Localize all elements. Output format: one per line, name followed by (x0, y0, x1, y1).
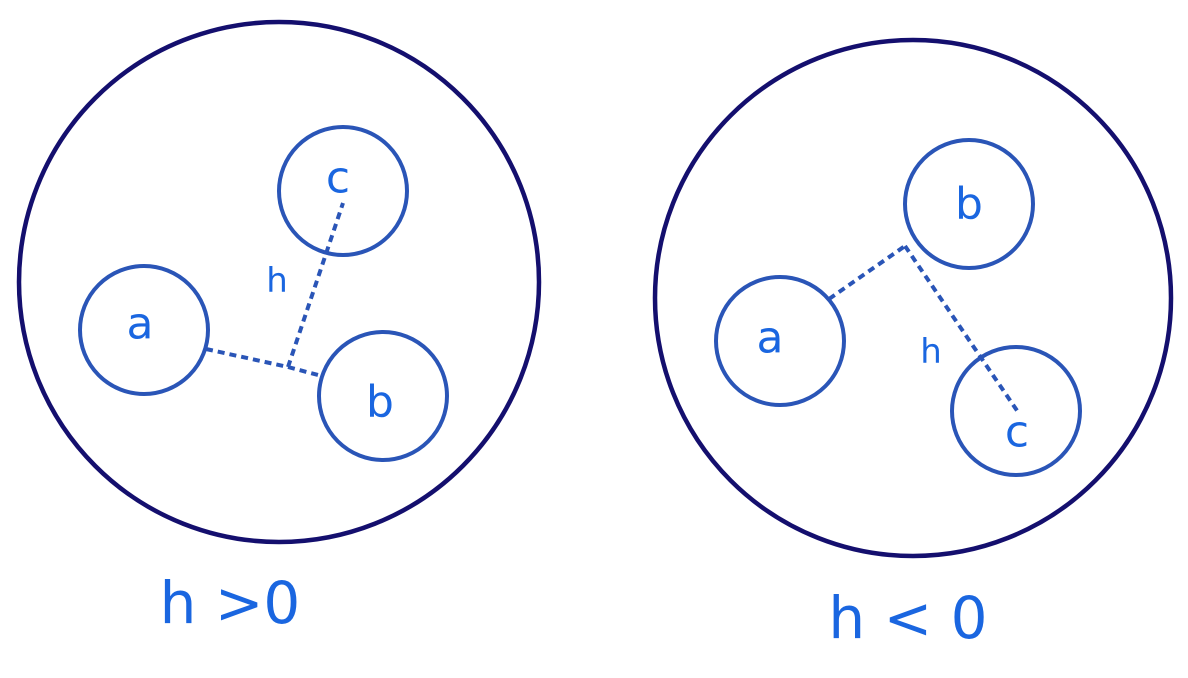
left-line-h (286, 202, 345, 368)
right-node-c-label: c (1005, 407, 1029, 458)
right-node-a-label: a (757, 313, 784, 364)
left-node-a-label: a (127, 299, 154, 350)
right-line-a-to-b (827, 244, 907, 301)
left-h-label: h (266, 261, 288, 301)
left-outer-circle (16, 19, 542, 545)
left-line-foot-to-b (287, 365, 319, 377)
right-h-label: h (920, 332, 942, 372)
right-node-b-label: b (955, 179, 983, 230)
right-panel: b a c h (652, 37, 1174, 559)
left-caption: h >0 (160, 569, 301, 637)
right-node-b-circle (903, 138, 1035, 270)
left-node-b-circle (317, 330, 449, 462)
left-node-c-circle (277, 125, 409, 257)
right-node-c-circle (950, 345, 1082, 477)
right-node-a-circle (714, 275, 846, 407)
right-outer-circle (652, 37, 1174, 559)
right-caption: h < 0 (828, 584, 987, 652)
left-panel: a c b h (16, 19, 542, 545)
left-line-a-to-foot (205, 347, 289, 369)
right-line-h (903, 244, 1020, 414)
left-node-c-label: c (326, 153, 350, 204)
left-node-a-circle (78, 264, 210, 396)
left-node-b-label: b (366, 377, 394, 428)
